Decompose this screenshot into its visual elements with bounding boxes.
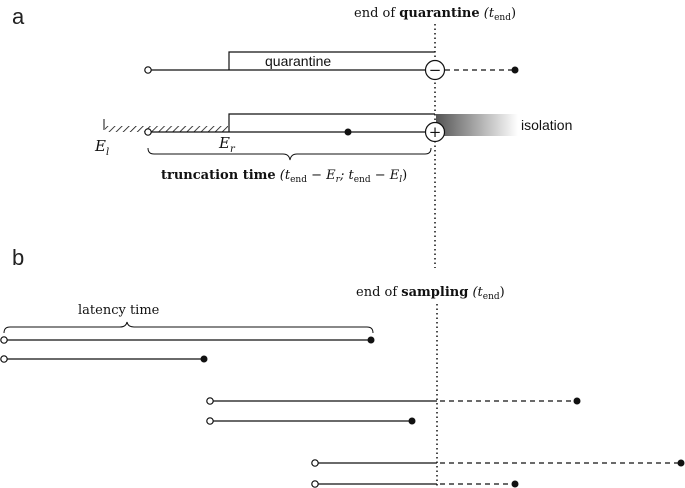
- trunc-sub2: r: [336, 175, 341, 185]
- trunc-p3: ; t: [339, 168, 355, 183]
- end-bold: quarantine: [399, 6, 479, 21]
- er-main: E: [218, 134, 230, 152]
- end-suffix: (t: [480, 6, 495, 21]
- end-prefix-b: end of: [356, 285, 401, 300]
- sample-3-start: [206, 397, 214, 405]
- negative-test-icon: [424, 59, 446, 81]
- onset-filled-circle: [511, 66, 519, 74]
- minus-symbol: −: [429, 61, 442, 79]
- end-sub: end: [494, 13, 511, 23]
- el-main: E: [94, 137, 106, 155]
- trunc-sub3: end: [354, 175, 371, 185]
- hatched-exposure-window: [105, 126, 228, 132]
- trunc-p5: ): [402, 168, 407, 183]
- end-close: ): [511, 6, 516, 21]
- isolation-label: isolation: [521, 117, 572, 133]
- er-label: Er: [218, 134, 236, 155]
- truncation-label: truncation time (tend − Er; tend − El): [161, 168, 407, 185]
- latency-label: latency time: [78, 303, 160, 318]
- quarantine-label: quarantine: [265, 53, 331, 69]
- trunc-p2: − E: [307, 168, 336, 183]
- exposure-open-circle-mid: [144, 128, 152, 136]
- sample-5-start: [311, 459, 319, 467]
- trunc-bold: truncation time: [161, 168, 276, 183]
- sample-2-start: [0, 355, 8, 363]
- trunc-sub1: end: [290, 175, 307, 185]
- end-suffix-b: (t: [468, 285, 483, 300]
- trunc-p4: − E: [371, 168, 400, 183]
- sample-1-end: [367, 336, 375, 344]
- trunc-p1: (t: [276, 168, 291, 183]
- sample-5-end: [677, 459, 685, 467]
- quarantine-box-mid: [228, 113, 435, 132]
- end-prefix: end of: [354, 6, 399, 21]
- onset-filled-circle-mid: [344, 128, 352, 136]
- sample-4-end: [408, 417, 416, 425]
- panel-a-letter: a: [12, 4, 25, 29]
- panel-b-letter: b: [12, 245, 24, 270]
- sample-6-start: [311, 480, 319, 488]
- latency-brace: [3, 321, 374, 334]
- sample-1-start: [0, 336, 8, 344]
- el-sub: l: [106, 147, 109, 158]
- sample-3-end: [573, 397, 581, 405]
- panel-a-end-label: end of quarantine (tend): [354, 6, 516, 23]
- quarantine-box-top: [228, 51, 435, 70]
- trunc-sub4: l: [399, 175, 402, 185]
- plus-symbol: +: [429, 123, 442, 141]
- end-close-b: ): [500, 285, 505, 300]
- er-sub: r: [230, 144, 236, 155]
- end-sub-b: end: [483, 292, 500, 302]
- positive-test-icon: [424, 121, 446, 143]
- sample-4-start: [206, 417, 214, 425]
- el-label: El: [94, 137, 109, 158]
- panel-b-end-label: end of sampling (tend): [356, 285, 505, 302]
- sample-2-end: [200, 355, 208, 363]
- truncation-brace: [147, 147, 432, 161]
- end-bold-b: sampling: [401, 285, 468, 300]
- exposure-open-circle: [144, 66, 152, 74]
- sample-6-end: [511, 480, 519, 488]
- isolation-gradient: [436, 114, 518, 136]
